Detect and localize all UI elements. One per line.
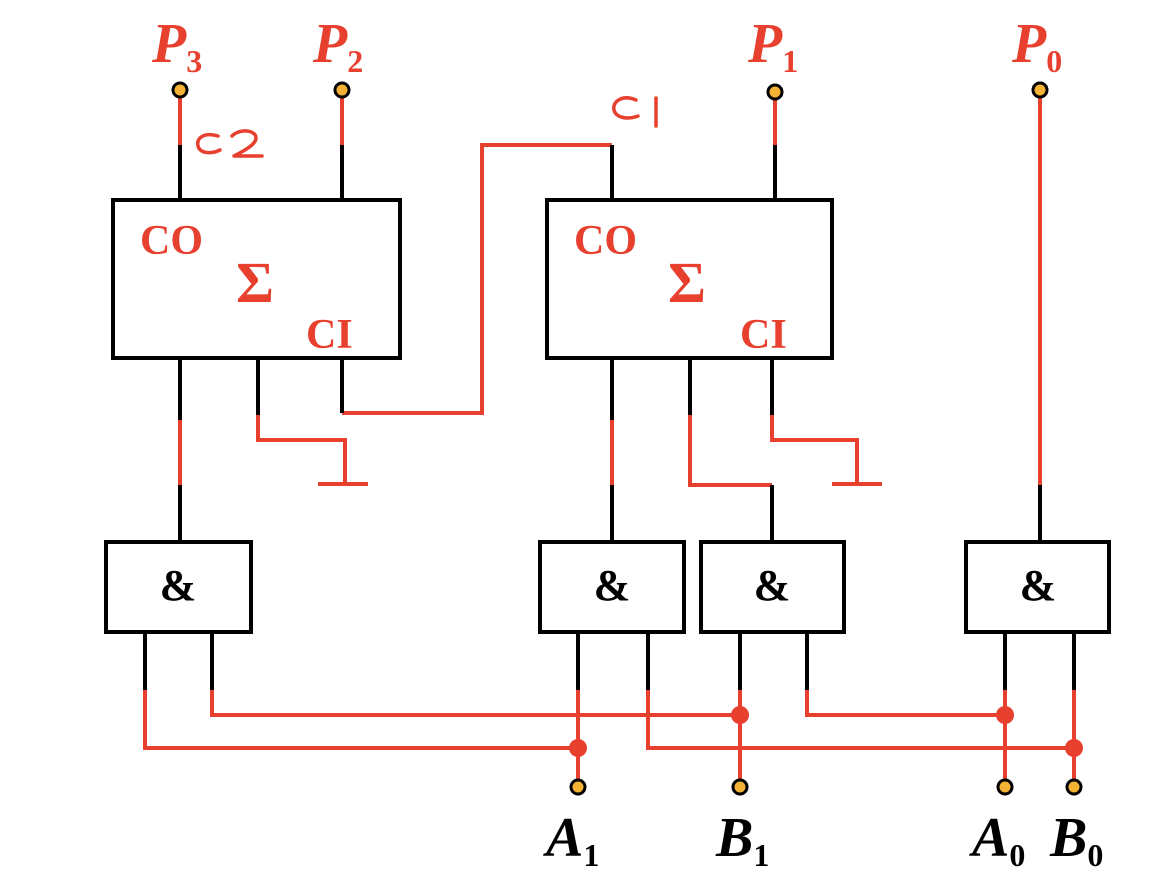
annotation-c1 <box>612 96 658 128</box>
annotation-c2-c <box>195 133 222 155</box>
junction-dot <box>996 706 1014 724</box>
wire-g3-a0 <box>805 690 1005 717</box>
wire-adder2-gnd <box>770 415 859 484</box>
adder-1: CO Σ CI <box>111 198 402 360</box>
gate-input-wires <box>143 632 1076 785</box>
wire-g1-a1 <box>143 690 578 750</box>
label-p3: P3 <box>151 13 202 79</box>
adder-2-ci: CI <box>740 312 787 358</box>
and-gate-2-box <box>538 540 686 634</box>
terminal-b1 <box>731 778 749 796</box>
input-labels: A1 B1 A0 B0 <box>543 807 1103 873</box>
label-a1-sub: 1 <box>583 837 599 873</box>
junction-dot <box>1065 739 1083 757</box>
terminal-p3 <box>171 81 189 99</box>
and-gate-2-symbol: & <box>594 561 631 610</box>
label-p2-sub: 2 <box>347 43 363 79</box>
label-a0: A0 <box>969 807 1025 873</box>
terminal-a0 <box>996 778 1014 796</box>
label-b0: B0 <box>1049 807 1103 873</box>
label-p2: P2 <box>312 13 363 79</box>
adder-2-co: CO <box>574 218 637 264</box>
label-b1-sub: 1 <box>753 837 769 873</box>
adder-1-co: CO <box>140 218 203 264</box>
junctions <box>569 706 1083 757</box>
annotation-c2 <box>195 129 264 158</box>
terminal-p1 <box>766 83 784 101</box>
and-gate-1-box <box>104 540 253 634</box>
wire-adder1-gnd <box>256 415 347 484</box>
wire-carry <box>342 143 612 415</box>
wire-g1-b0 <box>210 690 738 717</box>
label-p1: P1 <box>747 13 798 79</box>
adder-1-sigma: Σ <box>236 250 274 315</box>
annotation-c2-2 <box>230 129 264 158</box>
terminal-p2 <box>333 81 351 99</box>
terminal-a1 <box>569 778 587 796</box>
and-gate-4: & <box>964 540 1111 634</box>
adder-1-ci: CI <box>306 312 353 358</box>
terminal-b0 <box>1065 778 1083 796</box>
adder2-bottom-wires <box>610 358 882 542</box>
wire-g2-b0 <box>646 690 1074 750</box>
terminals <box>171 81 1083 796</box>
output-labels: P3 P2 P1 P0 <box>151 13 1062 79</box>
and-gate-4-box <box>964 540 1111 634</box>
adder-2-sigma: Σ <box>668 250 706 315</box>
adder-2: CO Σ CI <box>545 198 834 360</box>
and-gate-4-symbol: & <box>1020 561 1057 610</box>
and-gate-2: & <box>538 540 686 634</box>
adder-2-box <box>545 198 834 360</box>
label-b1: B1 <box>715 807 769 873</box>
junction-dot <box>731 706 749 724</box>
and-gate-1: & <box>104 540 253 634</box>
label-b0-sub: 0 <box>1087 837 1103 873</box>
label-a0-sub: 0 <box>1009 837 1025 873</box>
adder1-bottom-wires <box>178 358 368 542</box>
and-gate-1-symbol: & <box>160 561 197 610</box>
annotation-c1-c <box>612 96 640 120</box>
terminal-p0 <box>1031 81 1049 99</box>
label-a1: A1 <box>543 807 599 873</box>
junction-dot <box>569 739 587 757</box>
label-p0: P0 <box>1011 13 1062 79</box>
and-gate-3-symbol: & <box>754 561 791 610</box>
and-gate-3: & <box>699 540 846 634</box>
label-p1-sub: 1 <box>782 43 798 79</box>
label-p0-sub: 0 <box>1046 43 1062 79</box>
wire-adder2-in2 <box>688 415 772 487</box>
and-gate-3-box <box>699 540 846 634</box>
output-wires <box>178 92 1042 542</box>
adder-1-box <box>111 198 402 360</box>
label-p3-sub: 3 <box>186 43 202 79</box>
